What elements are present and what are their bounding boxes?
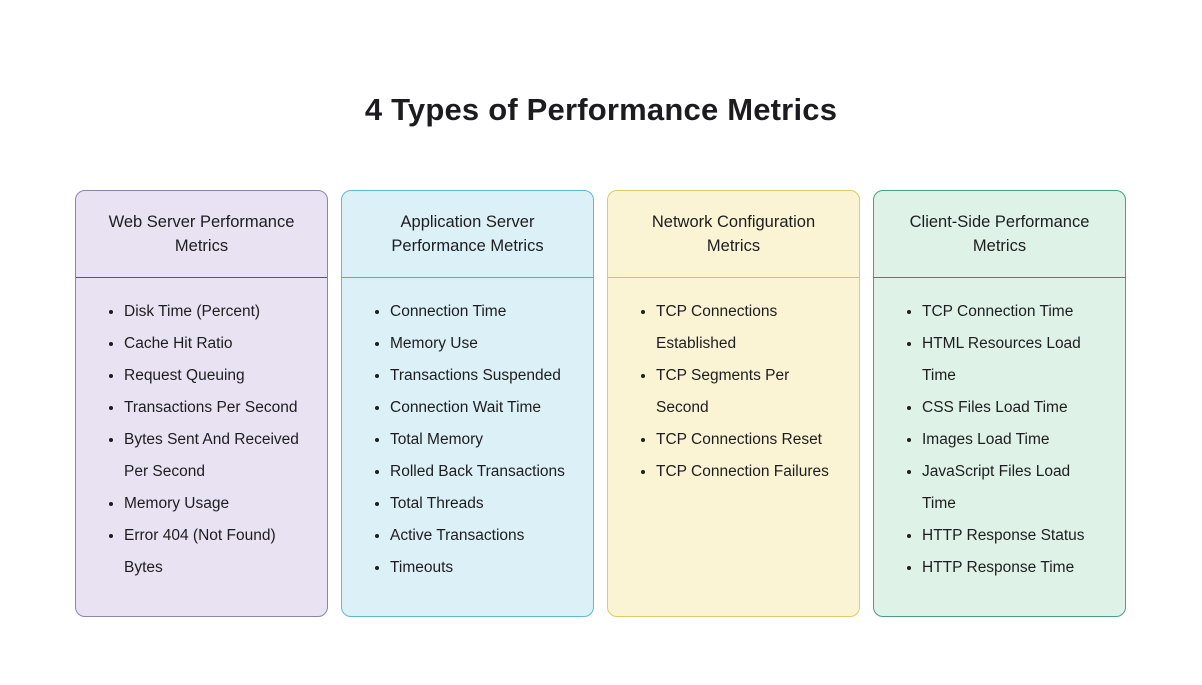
metric-item: TCP Segments Per Second bbox=[656, 360, 841, 424]
metric-item: Connection Wait Time bbox=[390, 392, 575, 424]
metric-item: Transactions Per Second bbox=[124, 392, 309, 424]
metric-item: TCP Connection Failures bbox=[656, 456, 841, 488]
metric-item: Images Load Time bbox=[922, 424, 1107, 456]
metric-item: JavaScript Files Load Time bbox=[922, 456, 1107, 520]
card-header: Web Server Performance Metrics bbox=[76, 191, 327, 278]
metric-item: CSS Files Load Time bbox=[922, 392, 1107, 424]
metric-list: Connection TimeMemory UseTransactions Su… bbox=[342, 296, 593, 584]
card-network-configuration-metrics: Network Configuration Metrics TCP Connec… bbox=[607, 190, 860, 617]
card-header: Client-Side Performance Metrics bbox=[874, 191, 1125, 278]
metric-item: HTTP Response Time bbox=[922, 552, 1107, 584]
metric-item: Timeouts bbox=[390, 552, 575, 584]
metric-item: Cache Hit Ratio bbox=[124, 328, 309, 360]
card-header: Network Configuration Metrics bbox=[608, 191, 859, 278]
card-client-side-metrics: Client-Side Performance Metrics TCP Conn… bbox=[873, 190, 1126, 617]
metric-item: Total Threads bbox=[390, 488, 575, 520]
metric-item: Total Memory bbox=[390, 424, 575, 456]
metric-item: TCP Connections Established bbox=[656, 296, 841, 360]
metric-list: Disk Time (Percent)Cache Hit RatioReques… bbox=[76, 296, 327, 584]
card-title: Application Server Performance Metrics bbox=[391, 213, 544, 255]
metric-item: Request Queuing bbox=[124, 360, 309, 392]
metric-item: Transactions Suspended bbox=[390, 360, 575, 392]
metric-list: TCP Connections EstablishedTCP Segments … bbox=[608, 296, 859, 488]
card-title: Client-Side Performance Metrics bbox=[909, 213, 1090, 255]
metric-item: TCP Connections Reset bbox=[656, 424, 841, 456]
metric-item: Error 404 (Not Found) Bytes bbox=[124, 520, 309, 584]
metric-item: HTTP Response Status bbox=[922, 520, 1107, 552]
card-header: Application Server Performance Metrics bbox=[342, 191, 593, 278]
cards-row: Web Server Performance Metrics Disk Time… bbox=[75, 190, 1126, 617]
metric-item: Memory Use bbox=[390, 328, 575, 360]
page-title: 4 Types of Performance Metrics bbox=[364, 92, 838, 127]
metric-item: Active Transactions bbox=[390, 520, 575, 552]
metric-item: Connection Time bbox=[390, 296, 575, 328]
metric-item: TCP Connection Time bbox=[922, 296, 1107, 328]
metric-item: Rolled Back Transactions bbox=[390, 456, 575, 488]
metric-item: Memory Usage bbox=[124, 488, 309, 520]
metric-list: TCP Connection TimeHTML Resources Load T… bbox=[874, 296, 1125, 584]
card-title: Network Configuration Metrics bbox=[651, 213, 816, 255]
card-application-server-metrics: Application Server Performance Metrics C… bbox=[341, 190, 594, 617]
metric-item: Disk Time (Percent) bbox=[124, 296, 309, 328]
card-title: Web Server Performance Metrics bbox=[108, 213, 295, 255]
card-web-server-metrics: Web Server Performance Metrics Disk Time… bbox=[75, 190, 328, 617]
metric-item: Bytes Sent And Received Per Second bbox=[124, 424, 309, 488]
metric-item: HTML Resources Load Time bbox=[922, 328, 1107, 392]
